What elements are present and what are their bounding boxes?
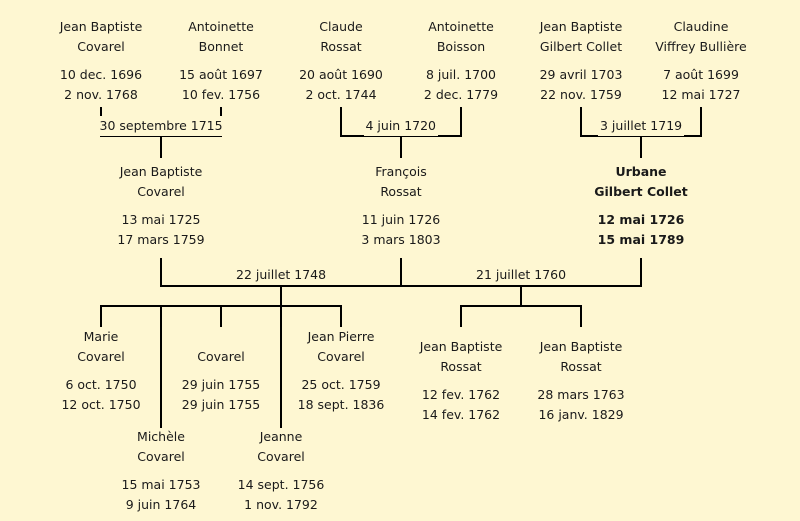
person-death-date: 10 fev. 1756 — [181, 87, 261, 102]
person-death-date: 17 mars 1759 — [117, 232, 205, 247]
marriage-date-m3: 3 juillet 1719 — [598, 116, 685, 136]
connector-marriage-4-5 — [160, 258, 642, 287]
person-death-date: 3 mars 1803 — [361, 232, 441, 247]
person-death-date: 2 oct. 1744 — [305, 87, 377, 102]
person-last-name: Covarel — [137, 449, 185, 464]
person-birth-date: 28 mars 1763 — [537, 387, 625, 402]
connector-marriage-3 — [580, 107, 702, 158]
person-first-name: Claudine — [673, 19, 729, 34]
person-first-name: Marie — [83, 329, 119, 344]
person-birth-date: 20 août 1690 — [299, 67, 383, 82]
person-birth-date: 15 mai 1753 — [121, 477, 201, 492]
person-first-name: Antoinette — [188, 19, 254, 34]
person-last-name: Rossat — [560, 359, 602, 374]
person-first-name: Jean Baptiste — [539, 339, 623, 354]
person-death-date: 14 fev. 1762 — [421, 407, 501, 422]
person-first-name: Jean Baptiste — [539, 19, 623, 34]
person-last-name: Covarel — [197, 349, 245, 364]
person-last-name: Covarel — [257, 449, 305, 464]
person-last-name: Rossat — [440, 359, 482, 374]
person-last-name: Covarel — [317, 349, 365, 364]
person-death-date: 2 dec. 1779 — [423, 87, 499, 102]
person-birth-date: 13 mai 1725 — [121, 212, 201, 227]
marriage-date-m5: 21 juillet 1760 — [474, 265, 569, 285]
person-first-name: Urbane — [615, 164, 667, 179]
person-birth-date: 29 avril 1703 — [539, 67, 623, 82]
marriage-date-m1: 30 septembre 1715 — [97, 116, 225, 136]
person-last-name: Boisson — [436, 39, 486, 54]
person-first-name: François — [375, 164, 427, 179]
person-birth-date: 12 mai 1726 — [597, 212, 685, 227]
person-first-name: Michèle — [137, 429, 185, 444]
person-last-name: Rossat — [380, 184, 422, 199]
person-first-name: Jean Baptiste — [419, 339, 503, 354]
person-birth-date: 6 oct. 1750 — [65, 377, 137, 392]
person-last-name: Bonnet — [198, 39, 244, 54]
person-birth-date: 14 sept. 1756 — [237, 477, 325, 492]
person-death-date: 12 mai 1727 — [661, 87, 741, 102]
person-death-date: 22 nov. 1759 — [540, 87, 622, 102]
person-last-name: Viffrey Bullière — [655, 39, 747, 54]
person-death-date: 16 janv. 1829 — [538, 407, 624, 422]
person-death-date: 29 juin 1755 — [181, 397, 261, 412]
person-last-name: Gilbert Collet — [594, 184, 688, 199]
person-last-name: Covarel — [77, 349, 125, 364]
marriage-date-m2: 4 juin 1720 — [363, 116, 439, 136]
person-birth-date: 7 août 1699 — [663, 67, 739, 82]
person-first-name: Jean Baptiste — [59, 19, 143, 34]
person-birth-date: 8 juil. 1700 — [425, 67, 497, 82]
person-p12: Covarel 29 juin 1755 29 juin 1755 — [146, 327, 296, 415]
marriage-date-m4: 22 juillet 1748 — [234, 265, 329, 285]
person-first-name: Claude — [319, 19, 363, 34]
person-first-name: Antoinette — [428, 19, 494, 34]
person-first-name: Jean Baptiste — [119, 164, 203, 179]
person-death-date: 18 sept. 1836 — [297, 397, 385, 412]
person-death-date: 12 oct. 1750 — [61, 397, 141, 412]
connector-children-covarel — [100, 285, 342, 428]
person-death-date: 9 juin 1764 — [125, 497, 197, 512]
person-birth-date: 10 dec. 1696 — [59, 67, 143, 82]
person-last-name: Rossat — [320, 39, 362, 54]
person-death-date: 1 nov. 1792 — [244, 497, 318, 512]
person-birth-date: 12 fev. 1762 — [421, 387, 501, 402]
person-first-name: Jean Pierre — [307, 329, 375, 344]
person-birth-date: 25 oct. 1759 — [301, 377, 381, 392]
person-last-name: Covarel — [137, 184, 185, 199]
connector-children-rossat — [460, 285, 582, 327]
person-first-name: Jeanne — [259, 429, 303, 444]
person-last-name: Gilbert Collet — [539, 39, 623, 54]
person-birth-date: 15 août 1697 — [179, 67, 263, 82]
person-birth-date: 11 juin 1726 — [361, 212, 441, 227]
person-death-date: 2 nov. 1768 — [64, 87, 138, 102]
connector-marriage-2 — [340, 107, 462, 158]
person-death-date: 15 mai 1789 — [597, 232, 685, 247]
person-last-name: Covarel — [77, 39, 125, 54]
person-birth-date: 29 juin 1755 — [181, 377, 261, 392]
